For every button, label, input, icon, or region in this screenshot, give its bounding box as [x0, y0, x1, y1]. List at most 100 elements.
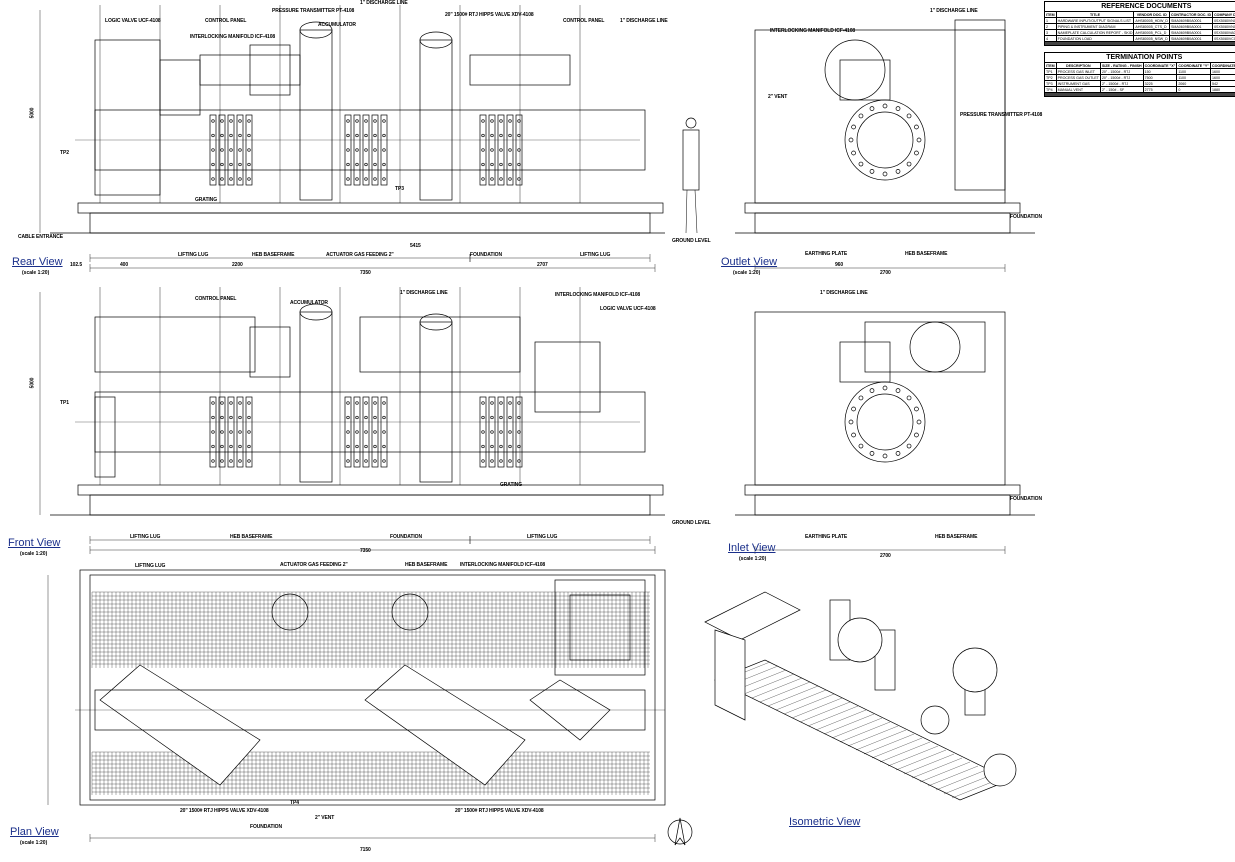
bolt	[238, 119, 242, 123]
pressure-transmitter	[249, 326, 291, 378]
bolt	[355, 444, 359, 449]
bolt	[346, 444, 350, 449]
bolt	[490, 148, 494, 152]
flange-bolt	[916, 137, 922, 143]
callout-lifting-lug-front: LIFTING LUG	[130, 534, 161, 540]
bolt	[508, 162, 512, 167]
flange-bolt	[851, 150, 856, 156]
bolt	[229, 162, 233, 167]
control-panel	[954, 19, 1006, 191]
bolt	[508, 444, 512, 449]
flange-bolt	[858, 395, 864, 401]
flange-bolt	[906, 113, 912, 119]
bolt	[499, 415, 503, 420]
bolt	[382, 430, 386, 434]
bolt	[346, 119, 350, 123]
front-view-scale: (scale 1:20)	[20, 551, 48, 557]
iso-grating	[879, 741, 931, 763]
flange-bolt	[895, 451, 901, 456]
bolt	[346, 459, 350, 463]
callout-tp1-front: TP1	[60, 400, 69, 406]
bolt	[247, 133, 251, 138]
control-panel-top	[554, 579, 646, 676]
callout-tp1-rear: TP2	[60, 150, 69, 156]
bolt	[220, 162, 224, 167]
flange-bolt	[869, 388, 875, 393]
iso-grating	[783, 693, 835, 715]
callout-earthing-plate-outlet: EARTHING PLATE	[805, 251, 848, 257]
termination-points-title: TERMINATION POINTS	[1044, 52, 1235, 62]
bolt	[355, 459, 359, 463]
accumulator-top	[419, 31, 453, 49]
callout-lifting-lug-front-2: LIFTING LUG	[527, 534, 558, 540]
heb-baseframe	[77, 484, 664, 496]
bolt	[229, 430, 233, 434]
callout-ground-level: GROUND LEVEL	[672, 238, 711, 244]
interlocking-manifold	[839, 59, 891, 101]
bolt	[508, 148, 512, 152]
iso-grating	[847, 725, 899, 747]
flange-bolt	[851, 124, 856, 130]
flange	[371, 114, 379, 186]
flange-bolt	[851, 432, 856, 438]
iso-grating	[799, 701, 851, 723]
logic-valve-box	[159, 59, 201, 116]
bolt	[508, 119, 512, 123]
bolt	[211, 119, 215, 123]
flange-bore	[856, 393, 914, 451]
iso-grating	[855, 729, 907, 751]
foundation	[89, 212, 651, 234]
bolt	[373, 430, 377, 434]
flange	[218, 396, 226, 468]
flange-bolt	[869, 451, 875, 456]
flange	[380, 396, 388, 468]
callout-control-panel-2: CONTROL PANEL	[563, 18, 605, 24]
flange	[218, 114, 226, 186]
callout-tp4-plan: TP4	[290, 800, 299, 806]
bolt	[355, 133, 359, 138]
flange-bolt	[851, 406, 856, 412]
bolt	[211, 401, 215, 405]
flange-bolt	[906, 443, 912, 449]
bolt	[382, 401, 386, 405]
bolt	[247, 162, 251, 167]
flange-bolt	[869, 106, 875, 111]
bolt	[247, 430, 251, 434]
callout-hipps-valve-plan-2: 20" 1500# RTJ HIPPS VALVE XDV-4108	[455, 808, 544, 814]
flange	[506, 114, 514, 186]
bolt	[517, 162, 521, 167]
bolt	[373, 401, 377, 405]
bolt	[247, 415, 251, 420]
north-arrow-icon	[674, 817, 686, 846]
bolt	[229, 133, 233, 138]
bolt	[229, 415, 233, 420]
accumulator-top	[299, 21, 333, 39]
callout-discharge-line-front: 1" DISCHARGE LINE	[400, 290, 448, 296]
bolt	[490, 162, 494, 167]
bolt	[346, 177, 350, 181]
bolt	[517, 444, 521, 449]
bolt	[238, 430, 242, 434]
callout-hipps-valve: 20" 1500# RTJ HIPPS VALVE XDV-4108	[445, 12, 534, 18]
flange-bolt	[914, 150, 919, 156]
callout-pressure-transmitter: PRESSURE TRANSMITTER PT-4108	[272, 8, 355, 14]
actuator-end	[824, 39, 886, 101]
flange-bolt	[914, 406, 919, 412]
flange	[245, 114, 253, 186]
callout-control-panel-front: CONTROL PANEL	[195, 296, 237, 302]
iso-grating	[831, 717, 883, 739]
control-panel	[534, 341, 601, 413]
flange	[371, 396, 379, 468]
bolt	[247, 459, 251, 463]
callout-lifting-lug-plan: LIFTING LUG	[135, 563, 166, 569]
flange	[227, 114, 235, 186]
callout-lifting-lug-2: LIFTING LUG	[580, 252, 611, 258]
callout-cable-entrance: CABLE ENTRANCE	[18, 234, 63, 240]
accumulator	[299, 29, 333, 201]
dim-400: 400	[120, 262, 129, 268]
actuator-cylinder	[364, 664, 526, 786]
bolt	[220, 119, 224, 123]
bolt	[355, 148, 359, 152]
